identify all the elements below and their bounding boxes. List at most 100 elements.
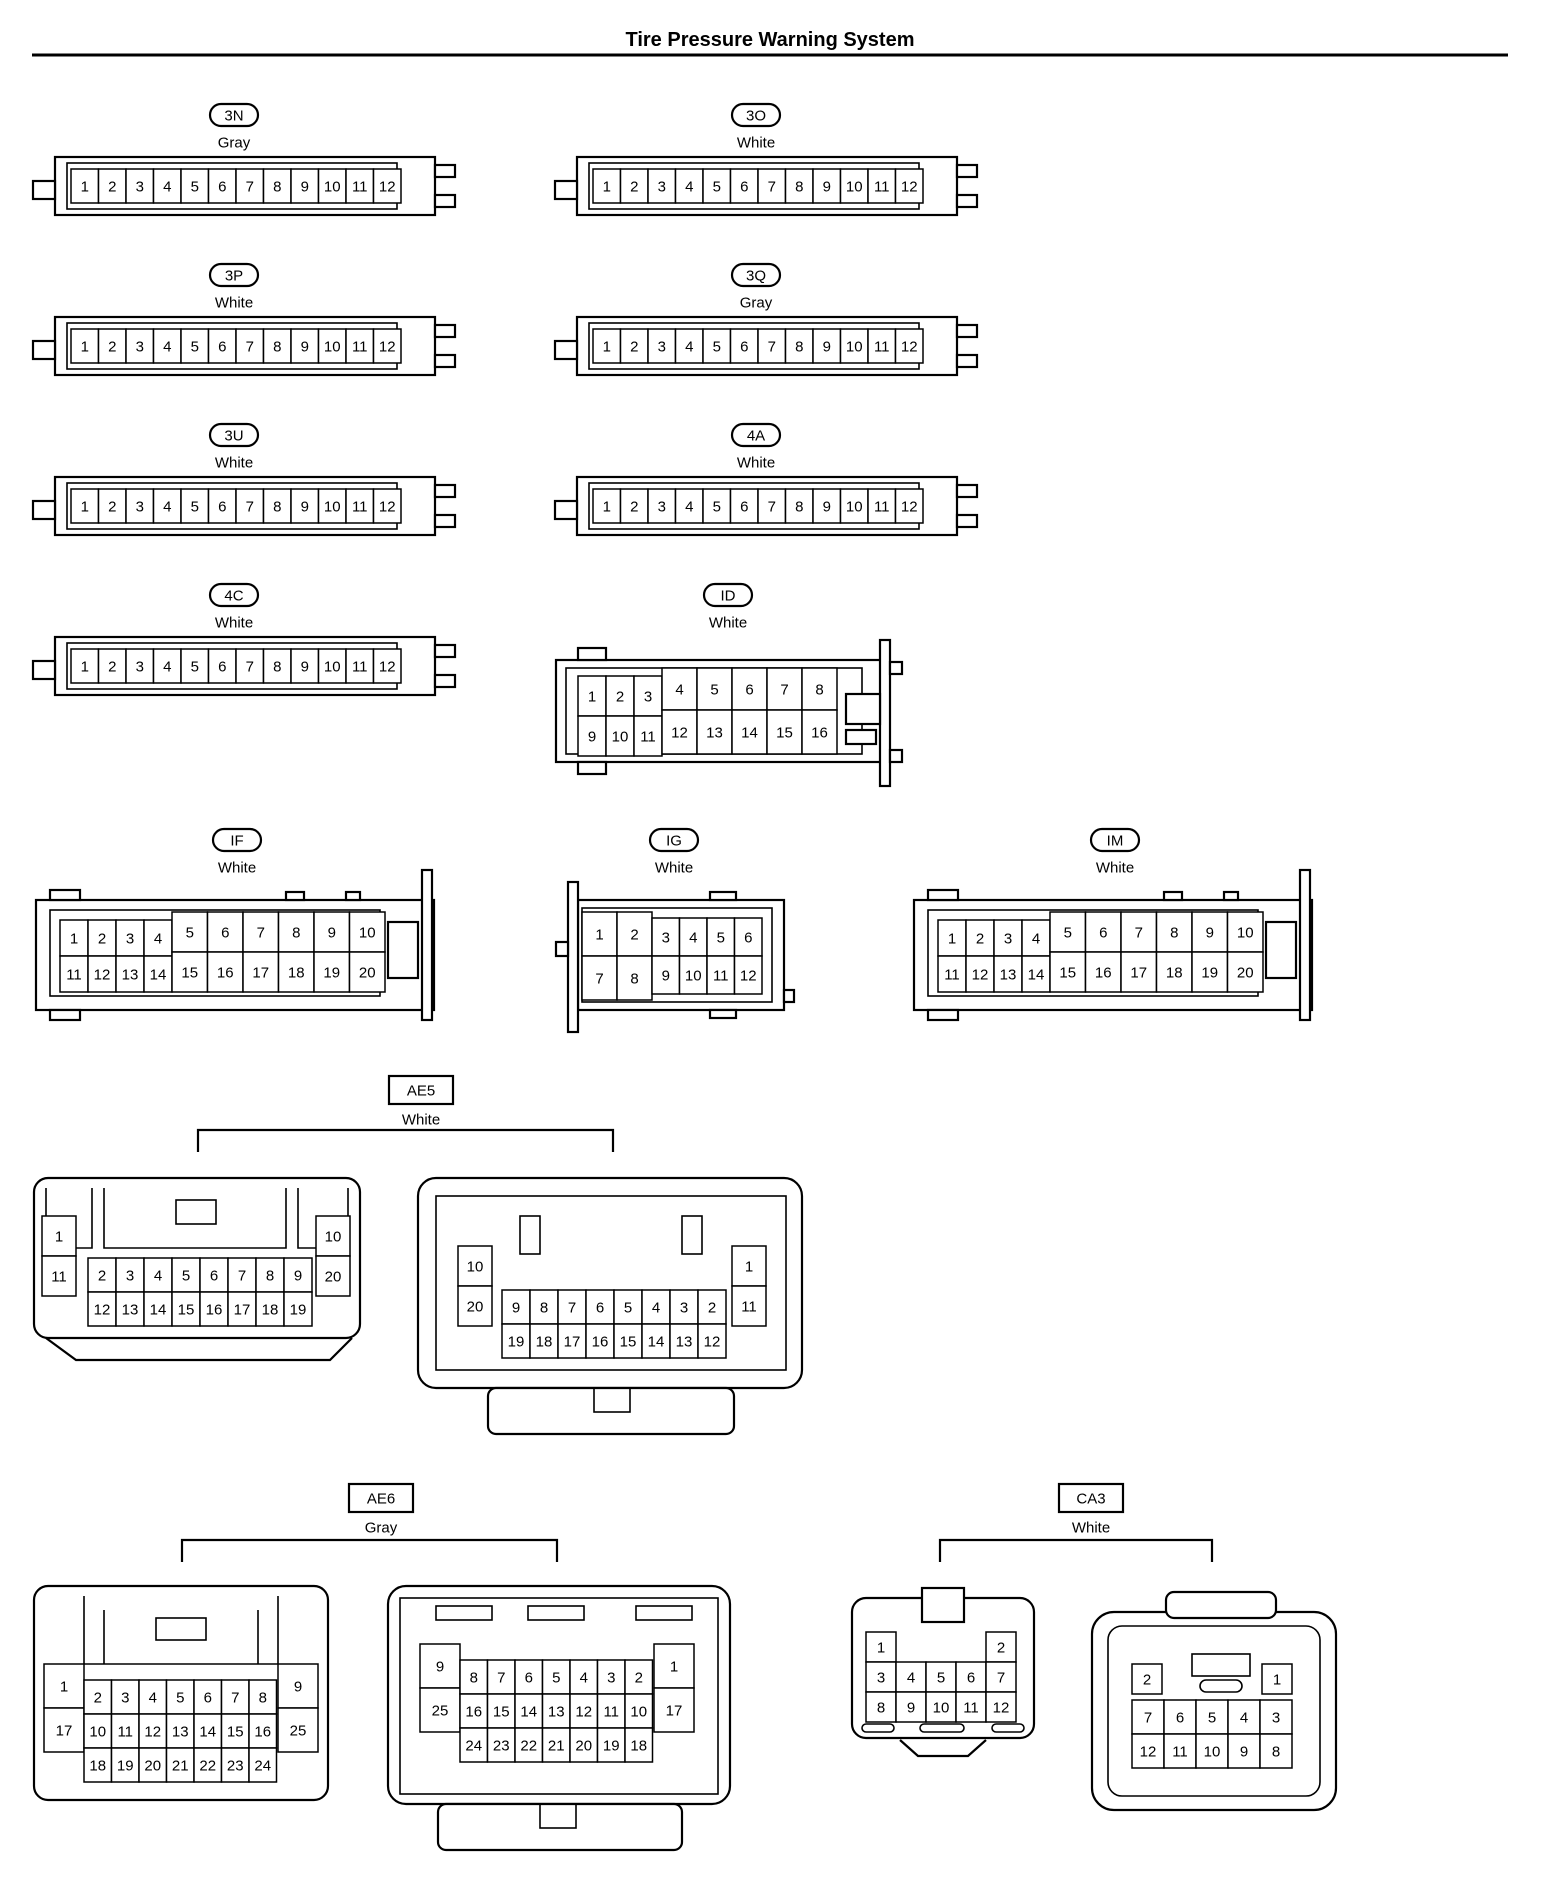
pin-number: 4 xyxy=(163,339,171,356)
pin-cell xyxy=(696,709,733,755)
pin-number: 13 xyxy=(706,725,723,742)
pin-cell xyxy=(624,1727,654,1763)
pin-number: 10 xyxy=(89,1724,106,1741)
connector-lock xyxy=(1164,1590,1278,1620)
pin-number: 7 xyxy=(780,682,788,699)
pin-cell xyxy=(459,1693,489,1729)
connector-latch xyxy=(31,659,57,681)
pin-number: 1 xyxy=(670,1659,678,1676)
pin-cell xyxy=(242,951,280,993)
pin-number: 12 xyxy=(671,725,688,742)
connector-tab xyxy=(433,193,457,209)
pin-number: 23 xyxy=(227,1758,244,1775)
pin-number: 11 xyxy=(874,339,890,356)
pin-cell xyxy=(290,648,320,684)
pin-cell xyxy=(784,488,814,524)
pin-cell xyxy=(277,1707,319,1753)
housing-slot xyxy=(1191,1653,1251,1677)
pin-number: 13 xyxy=(172,1724,189,1741)
pin-number: 3 xyxy=(658,499,666,516)
pin-number: 11 xyxy=(603,1704,619,1721)
connector-code: 3U xyxy=(224,428,243,445)
connector-tab xyxy=(433,513,457,529)
pin-cell xyxy=(678,955,708,995)
housing-slot xyxy=(635,1605,693,1621)
connector-color: White xyxy=(737,135,775,152)
pin-number: 11 xyxy=(874,179,890,196)
pin-cell xyxy=(733,955,763,995)
pin-cell xyxy=(993,919,1023,957)
pin-number: 15 xyxy=(181,965,198,982)
pin-cell xyxy=(248,1747,278,1783)
pin-number: 6 xyxy=(596,1300,604,1317)
pin-number: 5 xyxy=(624,1300,632,1317)
pin-number: 12 xyxy=(144,1724,161,1741)
connector-inner xyxy=(435,1195,787,1371)
pin-cell xyxy=(348,911,386,953)
pin-number: 3 xyxy=(662,930,670,947)
pin-number: 7 xyxy=(246,499,254,516)
pin-cell xyxy=(1120,911,1158,953)
pin-number: 10 xyxy=(325,1229,342,1246)
pin-number: 9 xyxy=(662,968,670,985)
pin-number: 2 xyxy=(108,179,116,196)
pin-number: 6 xyxy=(218,659,226,676)
pin-number: 19 xyxy=(1201,965,1218,982)
connector-lock xyxy=(539,1803,577,1829)
pin-number: 2 xyxy=(616,689,624,706)
pin-number: 11 xyxy=(713,968,729,985)
pin-number: 1 xyxy=(81,179,89,196)
pin-number: 3 xyxy=(136,339,144,356)
pin-number: 6 xyxy=(218,339,226,356)
pin-number: 9 xyxy=(1206,925,1214,942)
pin-cell xyxy=(647,168,677,204)
pin-number: 7 xyxy=(246,179,254,196)
pin-cell xyxy=(839,168,869,204)
connector-code: 3P xyxy=(225,268,243,285)
pin-number: 19 xyxy=(117,1758,134,1775)
pin-number: 10 xyxy=(359,925,376,942)
pin-number: 1 xyxy=(603,179,611,196)
pin-number: 3 xyxy=(136,659,144,676)
pin-cell xyxy=(702,488,732,524)
pin-number: 1 xyxy=(603,339,611,356)
pin-number: 4 xyxy=(163,499,171,516)
pin-number: 18 xyxy=(536,1334,553,1351)
connector-skirt xyxy=(436,1802,684,1852)
pin-cell xyxy=(1226,911,1264,953)
pin-number: 14 xyxy=(520,1704,537,1721)
pin-cell xyxy=(372,648,402,684)
pin-cell xyxy=(702,328,732,364)
pin-number: 2 xyxy=(630,927,638,944)
pin-number: 3 xyxy=(877,1670,885,1687)
pin-number: 10 xyxy=(685,968,702,985)
pin-cell xyxy=(235,328,265,364)
pin-cell xyxy=(801,709,838,755)
pin-cell xyxy=(262,328,292,364)
pin-number: 19 xyxy=(323,965,340,982)
pin-cell xyxy=(486,1659,516,1695)
pin-number: 16 xyxy=(811,725,828,742)
pin-number: 3 xyxy=(1272,1710,1280,1727)
pin-cell xyxy=(317,328,347,364)
pin-number: 10 xyxy=(612,729,629,746)
pin-cell xyxy=(731,709,768,755)
pin-cell xyxy=(633,715,663,757)
pin-cell xyxy=(171,951,209,993)
pin-cell xyxy=(43,1663,85,1709)
pin-number: 15 xyxy=(493,1704,510,1721)
pin-number: 5 xyxy=(191,499,199,516)
pin-number: 1 xyxy=(948,931,956,948)
pin-number: 9 xyxy=(1240,1744,1248,1761)
pin-cell xyxy=(501,1323,531,1359)
connector-lock xyxy=(386,920,420,980)
pin-number: 7 xyxy=(997,1670,1005,1687)
connector-lock xyxy=(175,1199,217,1225)
pin-number: 7 xyxy=(768,179,776,196)
connector-tab xyxy=(433,353,457,369)
housing-slot xyxy=(681,1215,703,1255)
